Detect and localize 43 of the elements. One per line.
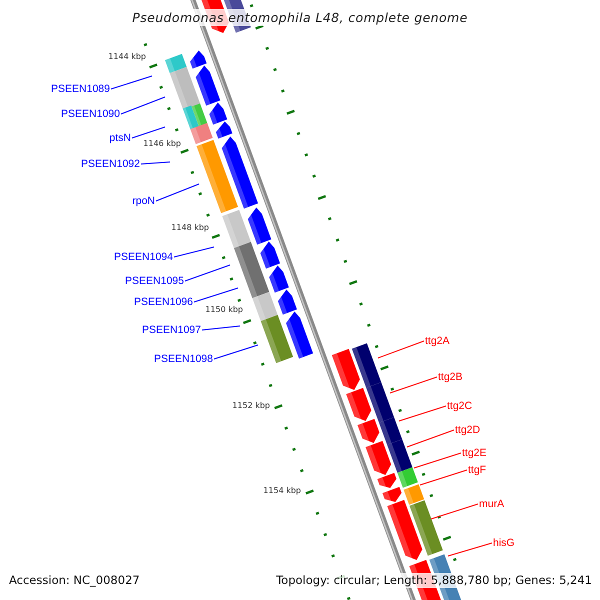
leader-line xyxy=(184,264,230,282)
tick-label: 1154 kbp xyxy=(263,486,301,496)
leader-line xyxy=(156,184,200,202)
gene-label: rpoN xyxy=(132,195,155,207)
tick-label: 1150 kbp xyxy=(205,305,243,315)
gene-label: ttg2A xyxy=(425,335,450,347)
gene-label: ttgF xyxy=(468,464,486,476)
leader-line xyxy=(390,376,438,394)
leader-line xyxy=(430,504,478,520)
gene-label: ttg2D xyxy=(455,424,480,436)
leader-line xyxy=(174,246,214,258)
gene-label: PSEEN1095 xyxy=(125,275,184,287)
leader-line xyxy=(202,326,240,330)
tick-label: 1144 kbp xyxy=(108,52,146,62)
gene-label: hisG xyxy=(493,537,515,549)
leader-line xyxy=(414,452,462,468)
leader-line xyxy=(120,96,166,114)
gene-label: PSEEN1096 xyxy=(134,296,193,308)
leader-line xyxy=(448,542,492,556)
leader-line xyxy=(378,340,424,358)
leader-line xyxy=(398,406,446,422)
gene-label: PSEEN1089 xyxy=(51,83,110,95)
leader-line xyxy=(194,288,238,302)
leader-line xyxy=(406,430,454,448)
gene-label: ttg2E xyxy=(462,447,487,459)
tick-label: 1146 kbp xyxy=(143,139,181,149)
leader-line xyxy=(140,162,170,164)
gene-label: ttg2C xyxy=(447,400,472,412)
gene-label: murA xyxy=(479,498,504,510)
leader-line xyxy=(132,126,166,138)
accession-text: Accession: NC_008027 xyxy=(9,573,140,588)
gene-label: ptsN xyxy=(109,132,131,144)
leader-line xyxy=(214,344,258,360)
gene-label: ttg2B xyxy=(438,371,463,383)
gene-label: PSEEN1097 xyxy=(142,324,201,336)
tick-label: 1148 kbp xyxy=(171,223,209,233)
gene-label: PSEEN1090 xyxy=(61,108,120,120)
tick-label: 1152 kbp xyxy=(232,401,270,411)
gene-label: PSEEN1098 xyxy=(154,353,213,365)
gene-label: PSEEN1092 xyxy=(81,158,140,170)
leader-line xyxy=(110,76,152,90)
leader-line xyxy=(420,470,468,486)
gene-label: PSEEN1094 xyxy=(114,251,173,263)
